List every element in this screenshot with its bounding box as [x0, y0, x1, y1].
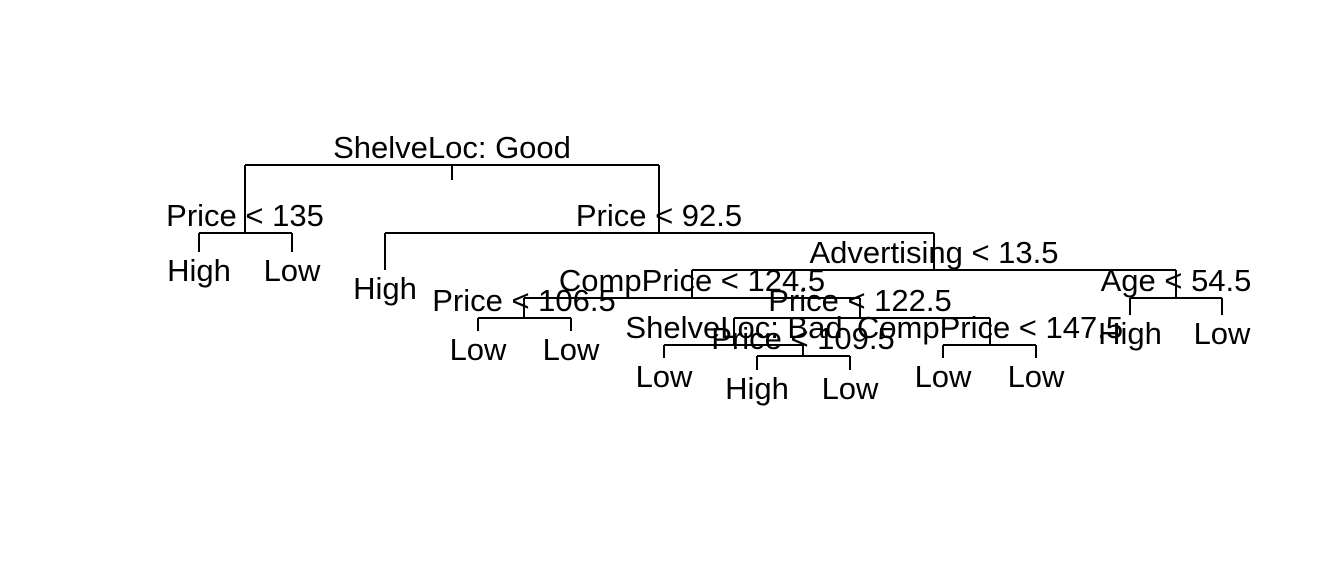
leaf-label-l9: Low	[915, 359, 972, 394]
leaf-label-l4: Low	[450, 332, 507, 367]
split-label-n3: Price < 92.5	[576, 198, 742, 233]
split-label-n2: Price < 135	[166, 198, 324, 233]
leaf-label-l11: High	[1098, 316, 1162, 351]
tree-edges	[198, 164, 1223, 370]
leaf-label-l6: Low	[636, 359, 693, 394]
leaf-label-l5: Low	[543, 332, 600, 367]
split-label-n7: Price < 106.5	[432, 283, 616, 318]
split-label-n6: Age < 54.5	[1101, 263, 1252, 298]
split-label-n10: CompPrice < 147.5	[857, 310, 1123, 345]
leaf-label-l3: High	[353, 271, 417, 306]
leaf-label-l2: Low	[264, 253, 321, 288]
split-label-n8: Price < 122.5	[768, 283, 952, 318]
split-label-n11: Price < 109.5	[711, 321, 895, 356]
split-label-n9: ShelveLoc: Bad	[625, 310, 842, 345]
leaf-label-l12: Low	[1194, 316, 1251, 351]
split-label-n4: Advertising < 13.5	[809, 235, 1058, 270]
leaf-label-l8: Low	[822, 371, 879, 406]
split-label-n5: CompPrice < 124.5	[559, 263, 825, 298]
split-label-n1: ShelveLoc: Good	[333, 130, 571, 165]
leaf-label-l1: High	[167, 253, 231, 288]
leaf-label-l10: Low	[1008, 359, 1065, 394]
leaf-label-l7: High	[725, 371, 789, 406]
